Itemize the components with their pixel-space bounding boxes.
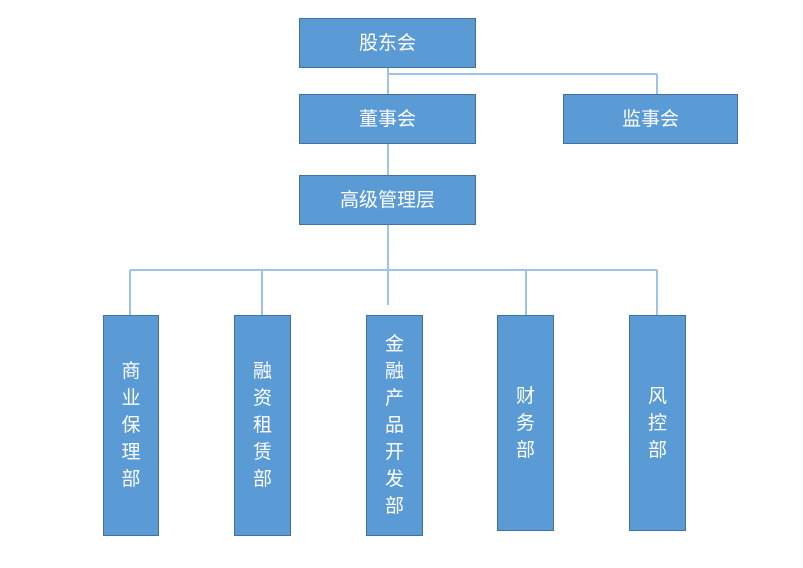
- node-board-of-supervisors: 监事会: [563, 94, 738, 144]
- node-label: 财务部: [515, 384, 535, 461]
- node-shareholders-meeting: 股东会: [299, 18, 476, 68]
- node-label: 监事会: [621, 107, 679, 130]
- node-finance-dept: 财务部: [497, 315, 554, 531]
- node-label: 风控部: [647, 384, 667, 461]
- node-senior-management: 高级管理层: [299, 175, 476, 225]
- node-label: 股东会: [358, 31, 416, 54]
- node-commercial-factoring-dept: 商业保理部: [103, 315, 159, 536]
- node-label: 融资租赁部: [252, 360, 272, 490]
- node-risk-control-dept: 风控部: [629, 315, 686, 531]
- node-financial-product-dev-dept: 金融产品开发部: [366, 315, 423, 536]
- node-label: 金融产品开发部: [384, 333, 404, 517]
- node-label: 商业保理部: [121, 360, 141, 490]
- node-financial-leasing-dept: 融资租赁部: [234, 315, 291, 536]
- node-label: 高级管理层: [339, 188, 435, 211]
- node-board-of-directors: 董事会: [299, 94, 476, 144]
- node-label: 董事会: [358, 107, 416, 130]
